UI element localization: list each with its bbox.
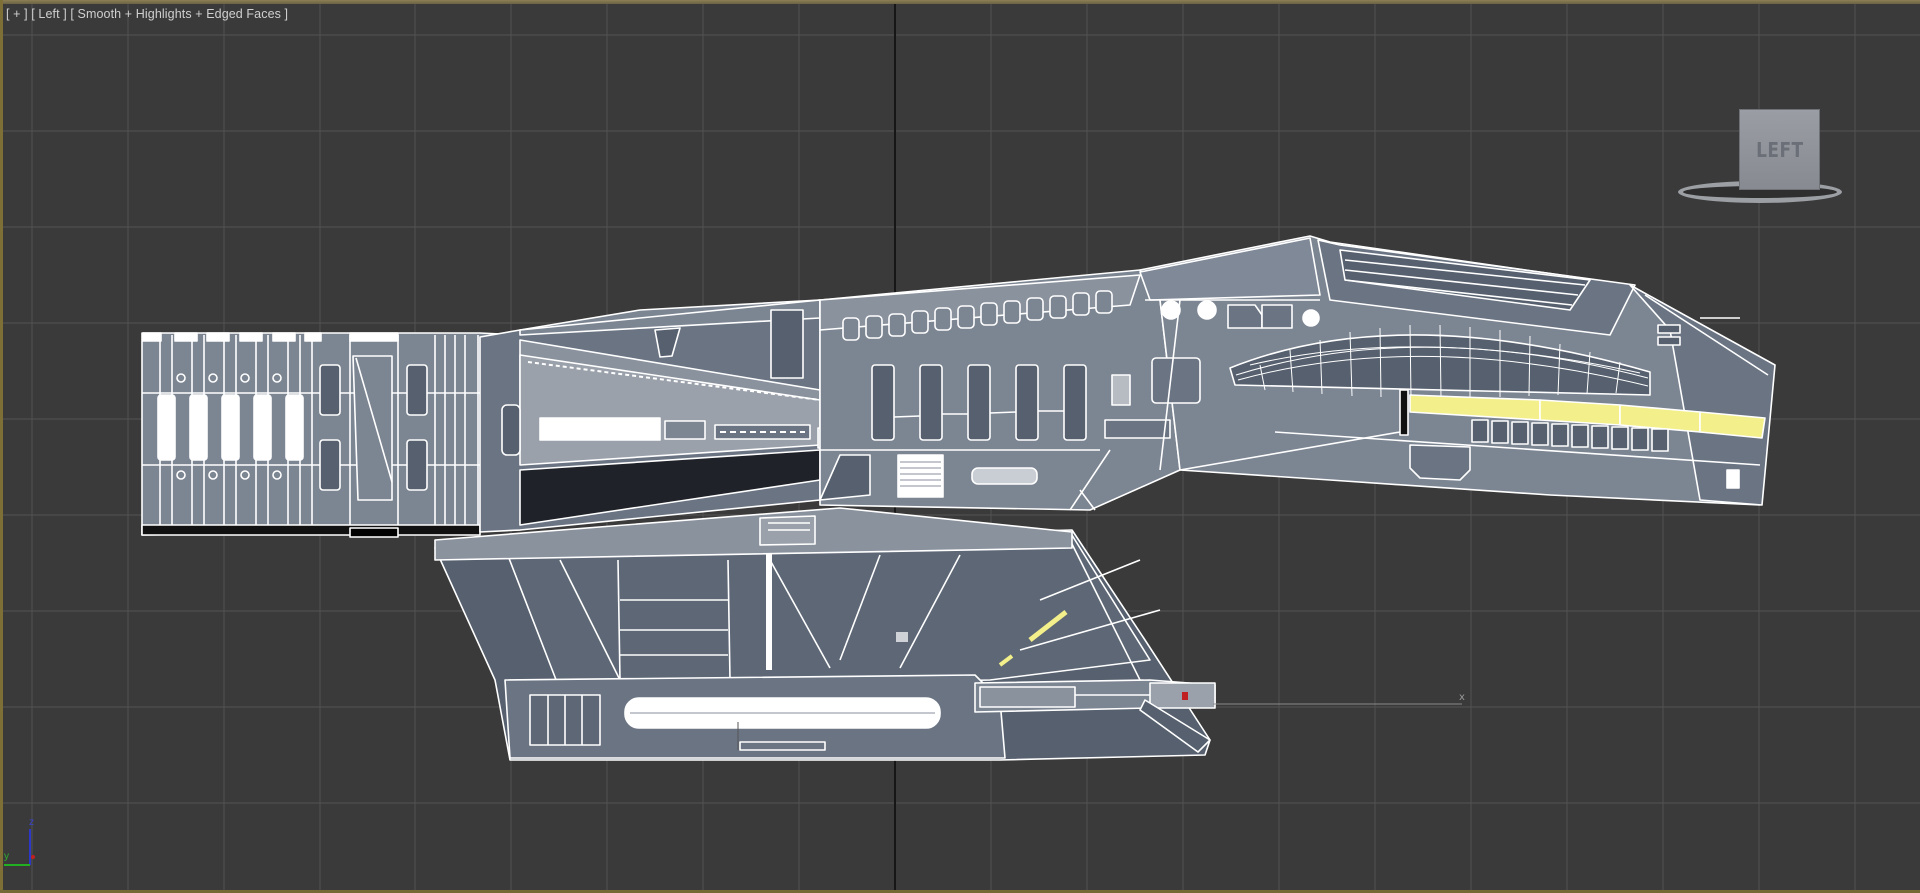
viewport-active-border-top: [0, 0, 1920, 4]
viewport-shading-menu[interactable]: [ Smooth + Highlights + Edged Faces ]: [70, 7, 289, 21]
viewport-label: [ + ] [ Left ] [ Smooth + Highlights + E…: [6, 7, 288, 21]
viewcube[interactable]: LEFT: [1678, 104, 1868, 204]
viewport-active-border-bottom: [0, 890, 1920, 893]
viewport-active-border-left: [0, 0, 3, 893]
gizmo-x-label: x: [1459, 692, 1465, 703]
axis-z-label: z: [29, 817, 34, 828]
viewport-point-of-view-menu[interactable]: [ Left ]: [31, 7, 67, 21]
viewport-general-menu[interactable]: [ + ]: [6, 7, 28, 21]
axis-y-label: y: [4, 851, 9, 862]
axis-tripod: z y: [0, 815, 50, 875]
viewcube-face-label: LEFT: [1755, 137, 1804, 162]
viewcube-left-face[interactable]: LEFT: [1739, 109, 1820, 190]
axis-tripod-icon: [4, 829, 35, 866]
